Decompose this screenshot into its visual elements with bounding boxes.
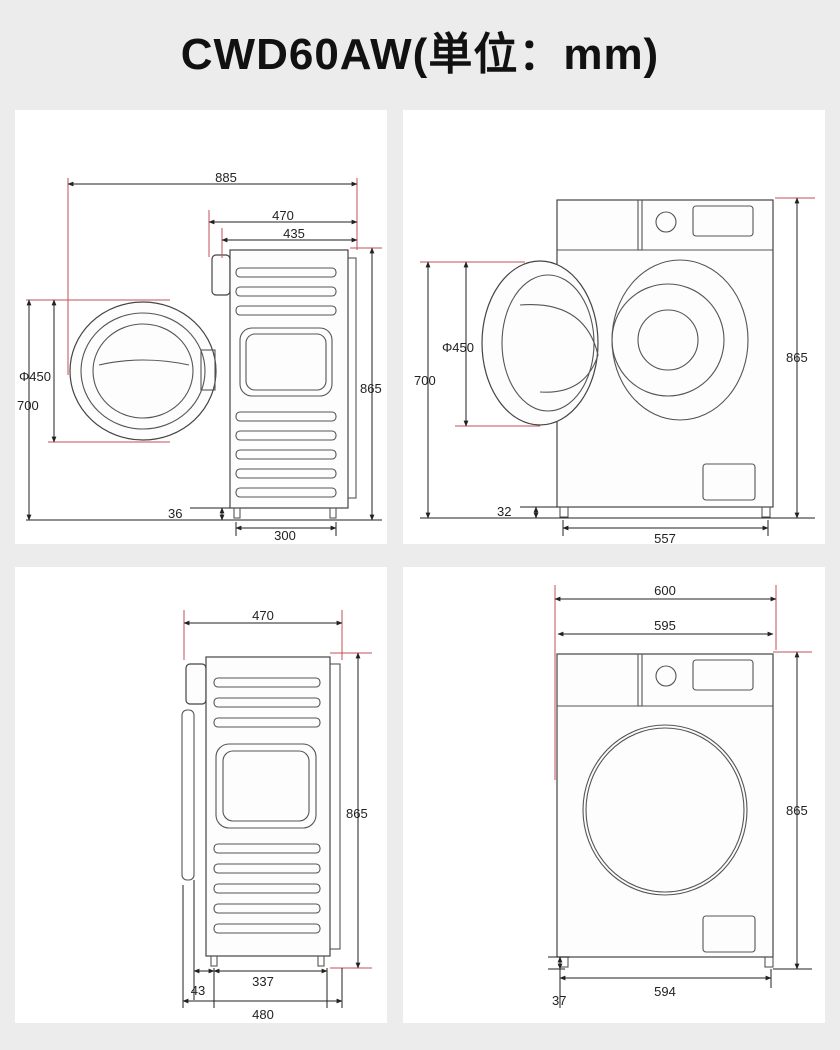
dimension-480: 480 (252, 1007, 274, 1022)
dimension-865: 865 (360, 381, 382, 396)
side-view-door-open-panel: 885 470 435 Φ450 700 865 36 300 (15, 110, 387, 544)
dimension-door-diameter: Φ450 (19, 369, 51, 384)
dimension-470: 470 (252, 608, 274, 623)
front-view-drawing: 600 595 865 594 37 (548, 583, 812, 1008)
dimension-337: 337 (252, 974, 274, 989)
dimension-865: 865 (786, 350, 808, 365)
dimension-595: 595 (654, 618, 676, 633)
open-door-shape (69, 301, 217, 441)
cabinet-side-shape (181, 656, 341, 967)
front-view-door-open-panel: Φ450 700 865 32 557 (403, 110, 825, 544)
dimension-865: 865 (346, 806, 368, 821)
cabinet-side-shape (211, 249, 357, 519)
dimension-885: 885 (215, 170, 237, 185)
dimension-865: 865 (786, 803, 808, 818)
side-view-door-open-drawing: 885 470 435 Φ450 700 865 36 300 (17, 170, 382, 543)
page-title: CWD60AW(単位：mm) (180, 30, 660, 79)
dimension-37: 37 (552, 993, 566, 1008)
dimension-300: 300 (274, 528, 296, 543)
dimension-36: 36 (168, 506, 182, 521)
front-view-panel: 600 595 865 594 37 (403, 567, 825, 1023)
dimension-door-diameter: Φ450 (442, 340, 474, 355)
side-view-panel: 470 865 337 43 480 (15, 567, 387, 1023)
dimension-600: 600 (654, 583, 676, 598)
dimension-43: 43 (191, 983, 205, 998)
front-view-door-open-drawing: Φ450 700 865 32 557 (414, 197, 815, 544)
dimension-594: 594 (654, 984, 676, 999)
dimension-700: 700 (17, 398, 39, 413)
dimension-32: 32 (497, 504, 511, 519)
dimension-700: 700 (414, 373, 436, 388)
open-door-front-shape (481, 260, 599, 426)
dimension-470: 470 (272, 208, 294, 223)
side-view-drawing: 470 865 337 43 480 (181, 608, 372, 1022)
cabinet-front-shape (556, 653, 774, 968)
dimension-435: 435 (283, 226, 305, 241)
dimension-557: 557 (654, 531, 676, 544)
